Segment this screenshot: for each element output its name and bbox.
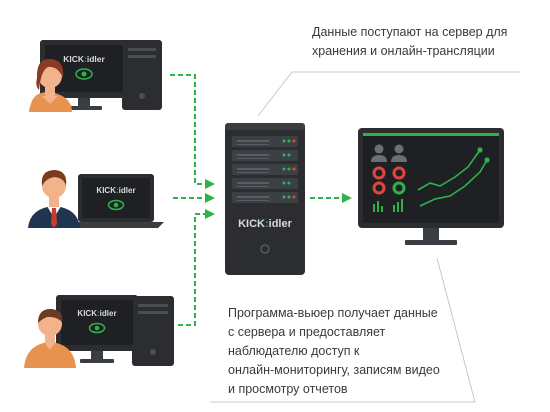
workstation-bottom: KICK:idler <box>24 295 174 368</box>
user-avatar-casual <box>24 308 76 368</box>
user-avatar-man <box>28 170 80 228</box>
server-tower: KICK:idler <box>225 123 305 275</box>
workstation-top: KICK:idler <box>29 40 162 112</box>
caption-line: хранения и онлайн-трансляции <box>312 44 495 58</box>
workstation-middle: KICK:idler <box>28 170 164 228</box>
caption-line: наблюдателю доступ к <box>228 344 360 358</box>
brand-logo: KICK:idler <box>238 218 293 230</box>
eye-icon <box>75 68 93 80</box>
caption-line: Программа-вьюер получает данные <box>228 306 438 320</box>
eye-icon <box>88 322 106 334</box>
power-button <box>260 244 270 254</box>
server-bays <box>232 136 298 203</box>
data-flow-lines <box>170 74 352 326</box>
caption-line: Данные поступают на сервер для <box>312 25 508 39</box>
user-icon <box>371 144 387 162</box>
user-avatar-woman <box>29 58 72 112</box>
caption-line: онлайн-мониторингу, записям видео <box>228 363 440 377</box>
bar-chart-icon <box>373 199 403 212</box>
donut-chart-icon <box>372 166 406 195</box>
server-callout-line <box>257 71 520 117</box>
flow-pc3-to-server <box>178 209 215 326</box>
brand-logo: KICK:idler <box>63 54 105 64</box>
brand-logo: KICK:idler <box>96 186 135 195</box>
viewer-callout-line <box>210 257 476 403</box>
flow-pc1-to-server <box>170 74 215 189</box>
caption-line: с сервера и предоставляет <box>228 325 386 339</box>
line-chart-icon <box>417 147 490 207</box>
viewer-monitor <box>358 128 504 245</box>
server-storage-caption: Данные поступают на сервер для хранения … <box>312 23 542 61</box>
caption-line: и просмотру отчетов <box>228 382 348 396</box>
user-icon <box>391 144 407 162</box>
brand-logo: KICK:idler <box>77 309 116 318</box>
viewer-access-caption: Программа-вьюер получает данные с сервер… <box>228 304 498 399</box>
eye-icon <box>107 199 125 211</box>
